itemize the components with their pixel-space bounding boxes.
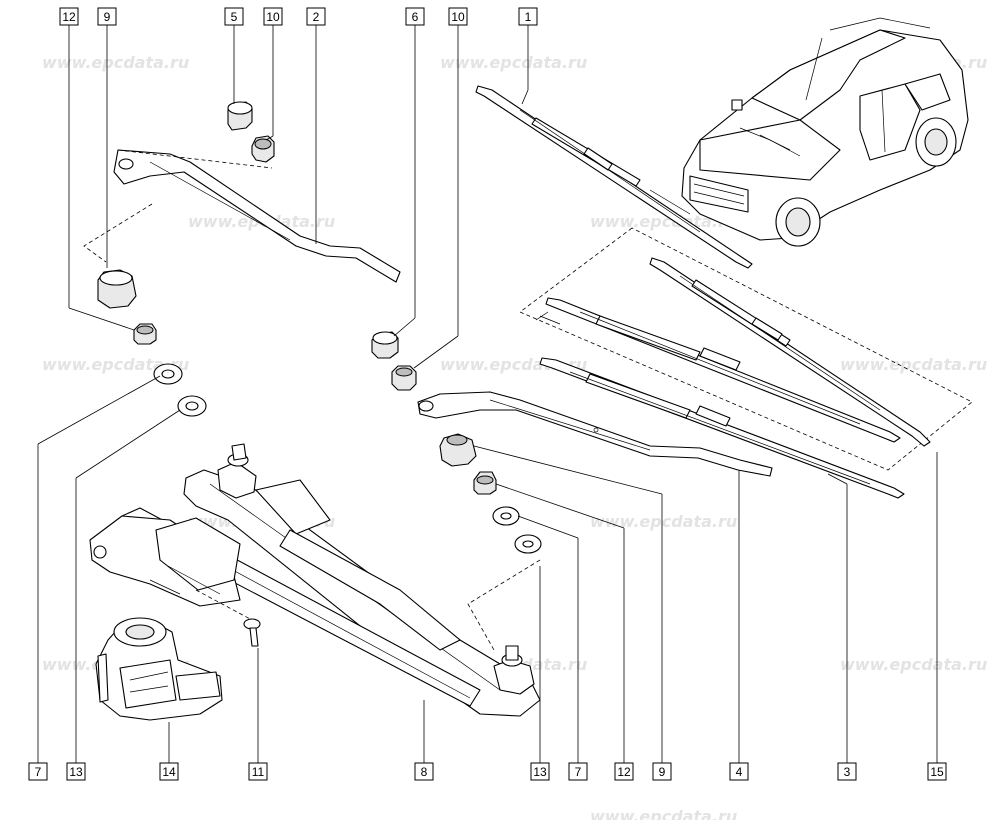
svg-text:11: 11 — [252, 765, 265, 779]
watermark: www.epcdata.ru — [42, 53, 189, 72]
callout-1: 1 — [518, 7, 538, 26]
svg-text:12: 12 — [617, 765, 631, 779]
svg-text:7: 7 — [35, 765, 42, 779]
callout-5: 5 — [224, 7, 244, 26]
svg-text:10: 10 — [451, 10, 465, 24]
callout-12: 12 — [59, 7, 79, 26]
left-pivot-parts — [83, 203, 207, 417]
svg-text:10: 10 — [266, 10, 280, 24]
cap-6 — [371, 331, 399, 359]
svg-text:5: 5 — [231, 10, 238, 24]
watermark: www.epcdata.ru — [42, 355, 189, 374]
svg-text:2: 2 — [313, 10, 320, 24]
bolt-11 — [243, 618, 261, 647]
svg-text:9: 9 — [659, 765, 666, 779]
watermark: www.epcdata.ru — [840, 355, 987, 374]
svg-text:3: 3 — [844, 765, 851, 779]
watermark: www.epcdata.ru — [590, 807, 737, 820]
wiper-linkage — [89, 443, 541, 717]
svg-text:6: 6 — [412, 10, 419, 24]
callout-10: 10 — [448, 7, 468, 26]
svg-text:14: 14 — [162, 765, 176, 779]
callout-15: 15 — [927, 762, 947, 781]
wiper-blade-1 — [475, 85, 753, 269]
callout-9: 9 — [97, 7, 117, 26]
cap-5 — [227, 101, 253, 131]
callouts: 12 9 5 10 2 6 10 1 — [28, 7, 947, 781]
callout-10: 10 — [263, 7, 283, 26]
callout-13: 13 — [530, 762, 550, 781]
svg-text:9: 9 — [104, 10, 111, 24]
callout-4: 4 — [729, 762, 749, 781]
watermark: www.epcdata.ru — [840, 655, 987, 674]
wiper-arm-left — [113, 149, 401, 283]
callout-3: 3 — [837, 762, 857, 781]
callout-8: 8 — [414, 762, 434, 781]
svg-text:1: 1 — [525, 10, 532, 24]
wiper-arm-right — [417, 391, 773, 477]
svg-text:12: 12 — [62, 10, 76, 24]
nut-10b — [391, 365, 417, 391]
watermark: www.epcdata.ru — [440, 53, 587, 72]
svg-text:8: 8 — [421, 765, 428, 779]
wiper-motor — [95, 617, 223, 721]
callout-13: 13 — [66, 762, 86, 781]
callout-7: 7 — [568, 762, 588, 781]
svg-text:15: 15 — [930, 765, 944, 779]
nut-10a — [251, 135, 275, 163]
svg-text:7: 7 — [575, 765, 582, 779]
watermark: www.epcdata.ru — [590, 212, 737, 231]
svg-text:4: 4 — [736, 765, 743, 779]
svg-text:13: 13 — [533, 765, 547, 779]
callout-9: 9 — [652, 762, 672, 781]
right-pivot-parts — [439, 433, 542, 651]
callout-6: 6 — [405, 7, 425, 26]
callout-14: 14 — [159, 762, 179, 781]
blade-set — [519, 227, 973, 499]
callout-7: 7 — [28, 762, 48, 781]
vehicle-illustration — [681, 17, 969, 247]
callout-12: 12 — [614, 762, 634, 781]
leader-lines — [37, 25, 938, 763]
watermark: www.epcdata.ru — [590, 512, 737, 531]
callout-11: 11 — [248, 762, 268, 781]
svg-text:13: 13 — [69, 765, 83, 779]
callout-2: 2 — [306, 7, 326, 26]
